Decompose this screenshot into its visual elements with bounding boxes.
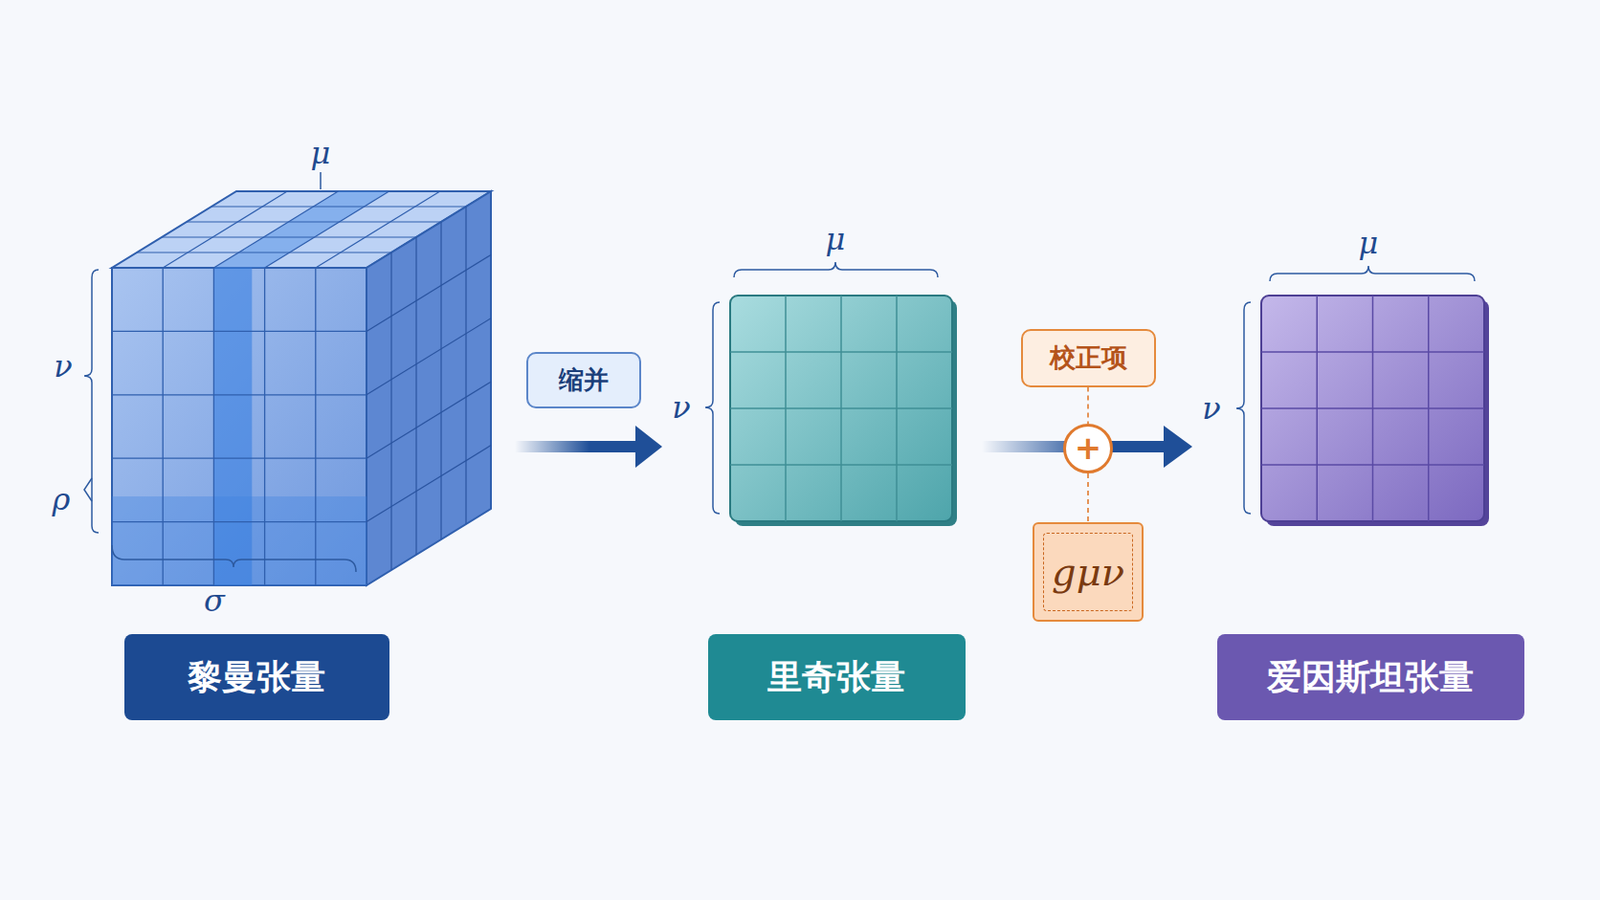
cube-line [315, 191, 441, 268]
bracket [319, 172, 322, 190]
operation-tag: 缩并 [526, 352, 642, 409]
node-text: 黎曼张量 [187, 658, 326, 697]
bracket [111, 545, 356, 573]
node-text: 校正项 [1049, 343, 1128, 373]
cube-line [186, 221, 442, 223]
grid-line [1261, 407, 1485, 410]
index-label: μ [311, 137, 332, 169]
arrow-head [635, 425, 663, 468]
dashed-connector [1087, 473, 1089, 523]
cube-line [213, 191, 338, 268]
cube-line [366, 318, 491, 396]
caption-box: 黎曼张量 [124, 634, 390, 721]
grid-lines [730, 295, 953, 522]
metric-box: gμν [1032, 522, 1144, 623]
cube-slab [111, 496, 367, 586]
grid-line [1427, 295, 1430, 522]
index-label: ν [1201, 393, 1221, 424]
caption-box: 爱因斯坦张量 [1217, 634, 1525, 721]
cube-line [415, 237, 417, 556]
cube-line [161, 236, 417, 238]
node-text: + [1074, 430, 1103, 467]
bracket [84, 478, 92, 502]
caption-box: 里奇张量 [708, 634, 966, 721]
brackets [84, 172, 1475, 573]
cube-line [265, 191, 390, 268]
cube-line [162, 267, 164, 586]
ricci-grid [730, 295, 953, 522]
node-text: gμν [1051, 551, 1125, 594]
node-text: 爱因斯坦张量 [1266, 658, 1474, 697]
cube-line [111, 331, 367, 333]
node-text: 缩并 [558, 366, 609, 395]
index-label: ν [53, 351, 72, 382]
cube-line [390, 252, 392, 571]
cube-line [136, 251, 392, 253]
arrow-head [1163, 425, 1193, 468]
cube-line [111, 458, 367, 460]
bracket [1236, 302, 1251, 514]
dashed-connector [1087, 387, 1089, 425]
index-label: ν [671, 392, 690, 423]
cube-line [213, 267, 215, 586]
node-text: 里奇张量 [767, 658, 906, 697]
correction-tag: 校正项 [1021, 329, 1156, 388]
cube-front [111, 267, 367, 586]
index-label: ρ [52, 484, 71, 515]
einstein-grid [1261, 295, 1485, 522]
cube-line [111, 394, 367, 396]
index-label: σ [203, 585, 225, 617]
cube-line [162, 191, 288, 268]
riemann-cube [111, 191, 491, 586]
cube-line [366, 254, 491, 332]
cube-line [111, 521, 367, 523]
grid-lines [1261, 295, 1485, 522]
cube-line [465, 206, 467, 525]
plus-circle: + [1063, 423, 1113, 474]
bracket [705, 302, 720, 514]
cube-line [366, 445, 491, 523]
cube-line [366, 381, 491, 459]
bracket [733, 262, 938, 278]
bracket [84, 269, 99, 534]
grid-line [730, 464, 953, 467]
cube-line [211, 205, 467, 207]
grid-line [1261, 464, 1485, 467]
bracket [1269, 266, 1475, 282]
cube-line [264, 267, 266, 586]
cube-side [366, 191, 491, 586]
grid-line [895, 295, 898, 522]
cube-line [314, 267, 316, 586]
cube-highlight [213, 191, 389, 268]
grid-line [730, 407, 953, 410]
cube-line [440, 222, 442, 540]
index-label: μ [1358, 227, 1379, 259]
index-label: μ [825, 223, 846, 255]
arrow-shaft [514, 441, 640, 453]
